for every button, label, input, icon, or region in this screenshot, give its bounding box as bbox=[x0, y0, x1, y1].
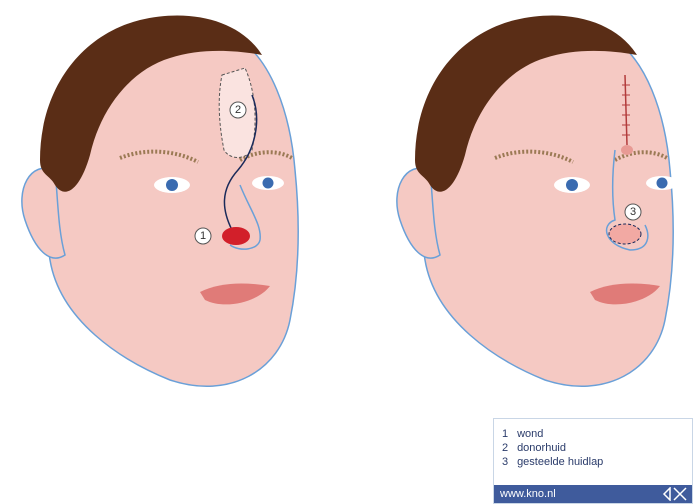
marker-2-text: 2 bbox=[235, 104, 241, 116]
wound bbox=[222, 227, 250, 245]
flap-base bbox=[621, 145, 633, 155]
face-after: 3 bbox=[397, 15, 678, 386]
legend-item-number: 1 bbox=[502, 427, 514, 441]
iris-right-2 bbox=[657, 178, 668, 189]
iris-left-1 bbox=[166, 179, 178, 191]
marker-3-text: 3 bbox=[630, 206, 636, 218]
flap-on-nose bbox=[609, 224, 641, 244]
legend-list: 1 wond 2 donorhuid 3 gesteelde huidlap bbox=[502, 427, 603, 469]
legend-box: 1 wond 2 donorhuid 3 gesteelde huidlap w… bbox=[493, 418, 693, 504]
kno-logo-icon bbox=[662, 487, 688, 501]
legend-item-label: gesteelde huidlap bbox=[517, 456, 603, 468]
legend-footer: www.kno.nl bbox=[494, 485, 692, 503]
legend-item: 1 wond bbox=[502, 427, 603, 441]
website-link[interactable]: www.kno.nl bbox=[500, 488, 556, 500]
face-before: 1 2 bbox=[22, 15, 298, 386]
iris-left-2 bbox=[263, 178, 274, 189]
iris-right-1 bbox=[566, 179, 578, 191]
legend-item: 2 donorhuid bbox=[502, 441, 603, 455]
legend-item-number: 3 bbox=[502, 455, 514, 469]
legend-item-label: donorhuid bbox=[517, 442, 566, 454]
legend-item-number: 2 bbox=[502, 441, 514, 455]
marker-1-text: 1 bbox=[200, 230, 206, 242]
legend-item-label: wond bbox=[517, 428, 543, 440]
legend-item: 3 gesteelde huidlap bbox=[502, 455, 603, 469]
